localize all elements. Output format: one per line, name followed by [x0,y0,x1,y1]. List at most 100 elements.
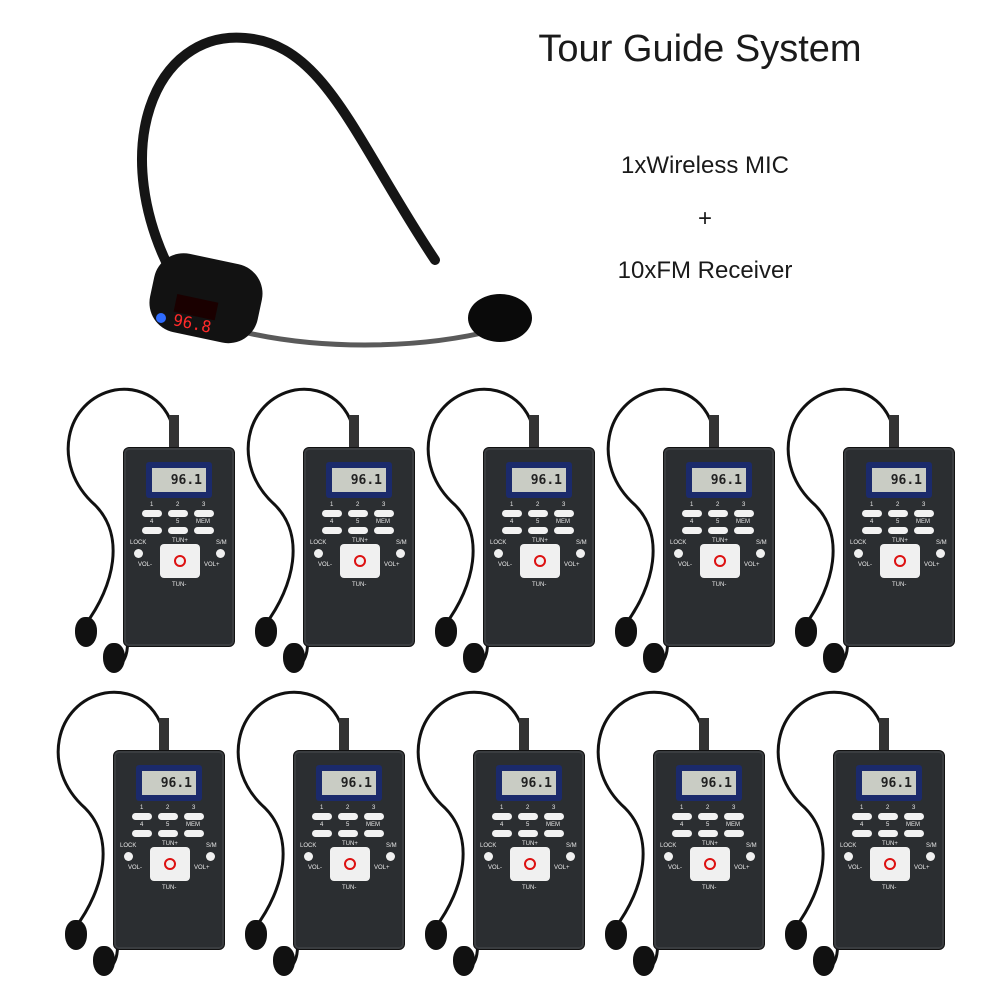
sm-button[interactable] [756,549,765,558]
control-pad[interactable] [880,544,920,578]
key-1-button[interactable] [132,813,152,820]
key-5-button[interactable] [158,830,178,837]
key-5-button[interactable] [168,527,188,534]
lock-label: LOCK [300,843,317,849]
mem-button[interactable] [374,527,394,534]
sm-button[interactable] [576,549,585,558]
key-2-label: 2 [886,805,890,811]
lock-button[interactable] [854,549,863,558]
key-3-button[interactable] [914,510,934,517]
key-5-button[interactable] [888,527,908,534]
sm-button[interactable] [206,852,215,861]
mem-button[interactable] [554,527,574,534]
key-3-button[interactable] [554,510,574,517]
key-3-button[interactable] [734,510,754,517]
lock-button[interactable] [484,852,493,861]
key-1-button[interactable] [502,510,522,517]
mem-button[interactable] [904,830,924,837]
sm-button[interactable] [926,852,935,861]
lock-button[interactable] [304,852,313,861]
lock-button[interactable] [844,852,853,861]
key-5-button[interactable] [518,830,538,837]
control-pad[interactable] [160,544,200,578]
key-1-button[interactable] [312,813,332,820]
key-1-button[interactable] [322,510,342,517]
key-4-button[interactable] [682,527,702,534]
power-icon [894,555,906,567]
lock-button[interactable] [124,852,133,861]
key-3-button[interactable] [194,510,214,517]
key-2-button[interactable] [698,813,718,820]
sm-button[interactable] [936,549,945,558]
control-pad[interactable] [520,544,560,578]
key-1-button[interactable] [492,813,512,820]
key-4-button[interactable] [322,527,342,534]
key-4-button[interactable] [312,830,332,837]
control-pad[interactable] [700,544,740,578]
key-4-button[interactable] [132,830,152,837]
key-2-button[interactable] [338,813,358,820]
key-3-button[interactable] [374,510,394,517]
key-2-button[interactable] [518,813,538,820]
lock-button[interactable] [494,549,503,558]
control-pad[interactable] [330,847,370,881]
key-2-button[interactable] [708,510,728,517]
sm-button[interactable] [386,852,395,861]
key-1-button[interactable] [672,813,692,820]
mem-button[interactable] [734,527,754,534]
control-pad[interactable] [340,544,380,578]
mem-button[interactable] [184,830,204,837]
key-5-button[interactable] [338,830,358,837]
lock-button[interactable] [674,549,683,558]
key-2-button[interactable] [158,813,178,820]
key-3-button[interactable] [904,813,924,820]
earbud-left [435,617,457,647]
key-4-button[interactable] [862,527,882,534]
lock-button[interactable] [314,549,323,558]
key-4-button[interactable] [142,527,162,534]
key-1-button[interactable] [142,510,162,517]
vol-up-label: VOL+ [204,562,220,568]
key-2-button[interactable] [878,813,898,820]
lock-button[interactable] [134,549,143,558]
control-pad[interactable] [870,847,910,881]
sm-button[interactable] [566,852,575,861]
control-pad[interactable] [150,847,190,881]
key-2-button[interactable] [888,510,908,517]
key-1-button[interactable] [682,510,702,517]
key-4-button[interactable] [502,527,522,534]
key-2-button[interactable] [528,510,548,517]
key-3-button[interactable] [544,813,564,820]
key-3-button[interactable] [724,813,744,820]
lock-button[interactable] [664,852,673,861]
key-4-button[interactable] [492,830,512,837]
key-5-button[interactable] [708,527,728,534]
key-2-button[interactable] [168,510,188,517]
mem-button[interactable] [364,830,384,837]
mem-button[interactable] [194,527,214,534]
key-1-label: 1 [500,805,504,811]
sm-button[interactable] [746,852,755,861]
key-3-button[interactable] [184,813,204,820]
key-1-button[interactable] [852,813,872,820]
vol-up-label: VOL+ [384,562,400,568]
mem-button[interactable] [724,830,744,837]
mem-label: MEM [916,519,930,525]
key-4-button[interactable] [672,830,692,837]
key-3-button[interactable] [364,813,384,820]
key-4-button[interactable] [852,830,872,837]
key-2-button[interactable] [348,510,368,517]
control-pad[interactable] [690,847,730,881]
mem-button[interactable] [544,830,564,837]
key-1-button[interactable] [862,510,882,517]
sm-button[interactable] [216,549,225,558]
key-5-label: 5 [896,519,900,525]
mem-button[interactable] [914,527,934,534]
key-5-button[interactable] [878,830,898,837]
sm-label: S/M [756,540,767,546]
key-5-button[interactable] [348,527,368,534]
control-pad[interactable] [510,847,550,881]
key-5-button[interactable] [528,527,548,534]
sm-button[interactable] [396,549,405,558]
key-5-button[interactable] [698,830,718,837]
